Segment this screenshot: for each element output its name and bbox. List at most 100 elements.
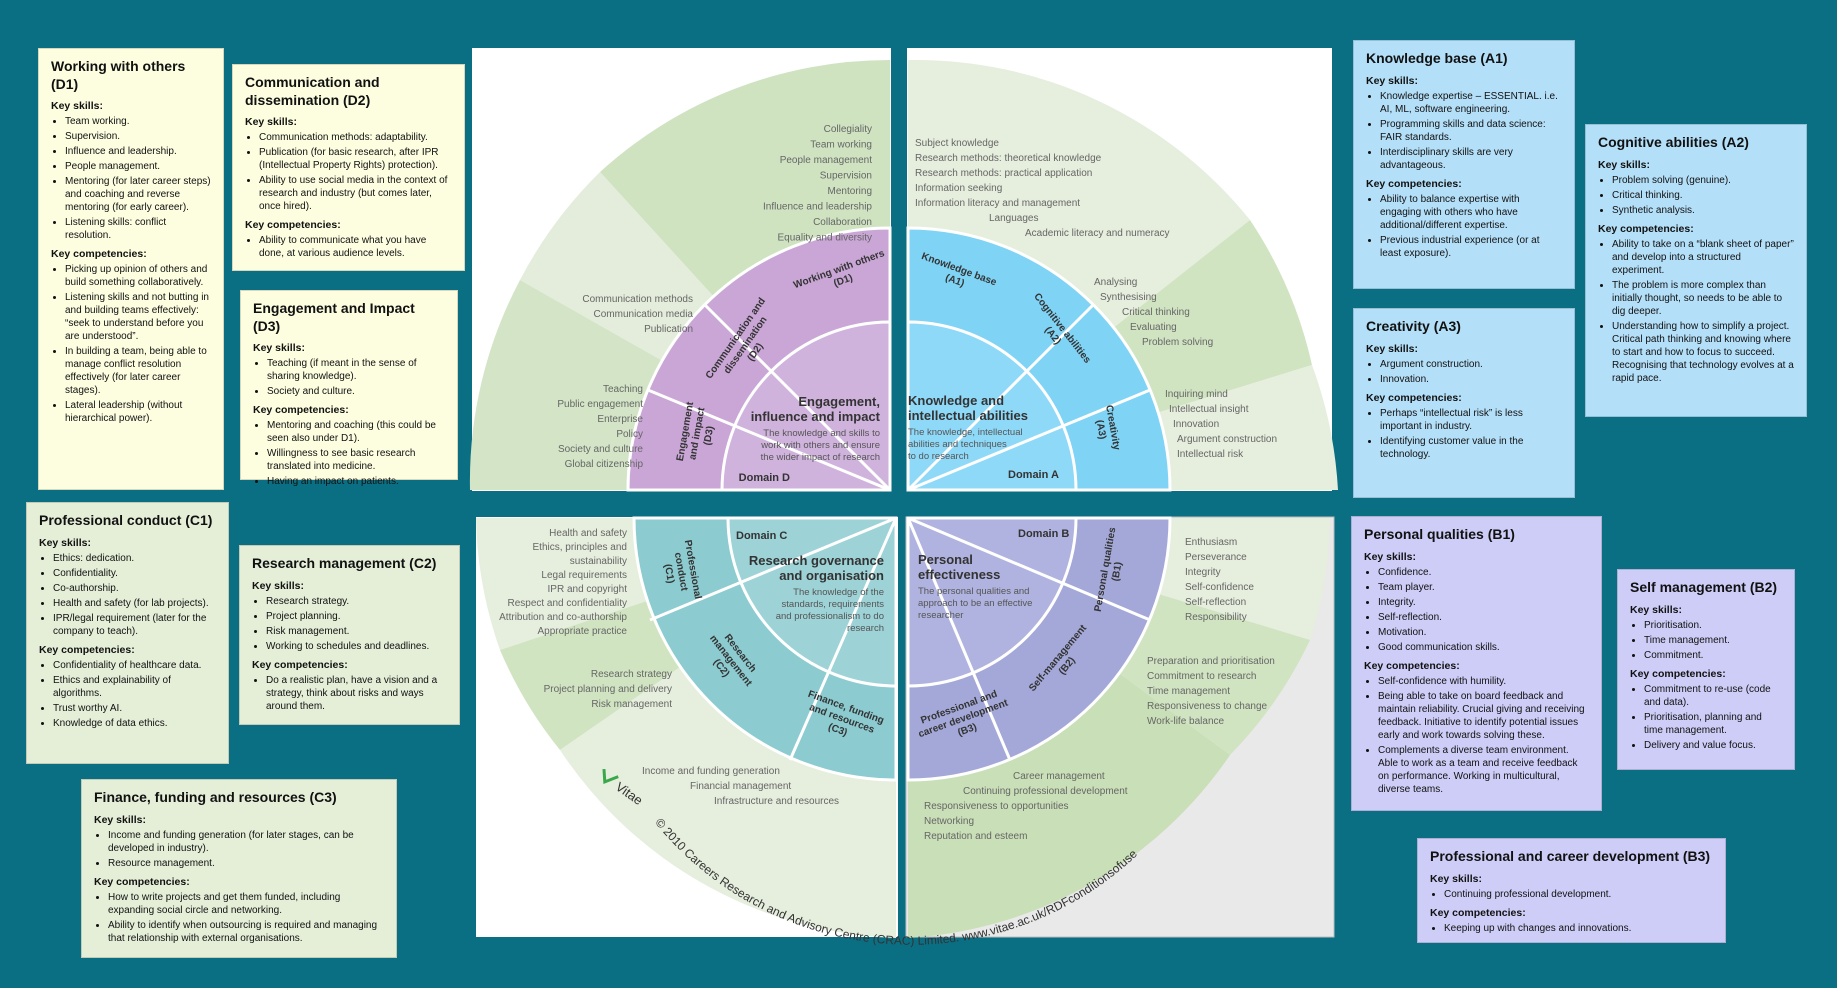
competency-item: Having an impact on patients. — [267, 475, 445, 488]
key-competencies-list: Do a realistic plan, have a vision and a… — [252, 674, 447, 713]
competency-item: Ethics and explainability of algorithms. — [53, 674, 216, 700]
b1-item: Self-reflection — [1185, 597, 1246, 608]
d1-item: Influence and leadership — [763, 202, 872, 213]
skill-item: Resource management. — [108, 857, 384, 870]
svg-text:(D3): (D3) — [702, 425, 716, 446]
svg-text:researcher: researcher — [918, 610, 963, 621]
competency-item: Prioritisation, planning and time manage… — [1644, 711, 1782, 737]
key-skills-list: Communication methods: adaptability.Publ… — [245, 131, 452, 213]
key-skills-list: Income and funding generation (for later… — [94, 829, 384, 870]
key-competencies-label: Key competencies: — [39, 643, 135, 656]
d2-item: Communication media — [594, 309, 694, 320]
svg-text:The personal qualities and: The personal qualities and — [918, 586, 1029, 597]
key-skills-list: Confidence.Team player.Integrity.Self-re… — [1364, 566, 1589, 654]
card-a2-cognitive-abilities: Cognitive abilities (A2)Key skills:Probl… — [1585, 124, 1807, 417]
svg-text:(C1): (C1) — [662, 563, 676, 584]
skill-item: Synthetic analysis. — [1612, 204, 1794, 217]
c2-item: Risk management — [591, 699, 672, 710]
key-skills-list: Ethics: dedication.Confidentiality.Co-au… — [39, 552, 216, 638]
card-d3-engagement: Engagement and Impact (D3)Key skills:Tea… — [240, 290, 458, 487]
competency-item: Lateral leadership (without hierarchical… — [65, 399, 211, 425]
svg-text:Research governance: Research governance — [749, 553, 884, 568]
competency-item: Previous industrial experience (or at le… — [1380, 234, 1562, 260]
competency-item: In building a team, being able to manage… — [65, 345, 211, 397]
a3-item: Inquiring mind — [1165, 389, 1228, 400]
key-competencies-list: Ability to balance expertise with engagi… — [1366, 193, 1562, 260]
domain-b-core-text: Domain B Personal effectiveness The pers… — [918, 528, 1069, 621]
key-competencies-list: Ability to take on a “blank sheet of pap… — [1598, 238, 1794, 385]
d3-item: Society and culture — [558, 444, 643, 455]
key-competencies-label: Key competencies: — [252, 658, 348, 671]
card-title: Knowledge base (A1) — [1366, 50, 1508, 66]
key-skills-label: Key skills: — [51, 100, 103, 112]
card-c2-research-management: Research management (C2)Key skills:Resea… — [239, 545, 460, 725]
a3-item: Argument construction — [1177, 434, 1277, 445]
key-competencies-list: Confidentiality of healthcare data.Ethic… — [39, 659, 216, 730]
key-competencies-label: Key competencies: — [51, 248, 147, 260]
b3-item: Reputation and esteem — [924, 831, 1027, 842]
domain-c-core — [726, 516, 898, 688]
c2-item: Project planning and delivery — [544, 684, 672, 695]
key-skills-label: Key skills: — [39, 536, 91, 549]
b1-item: Responsibility — [1185, 612, 1247, 623]
key-competencies-list: How to write projects and get them funde… — [94, 891, 384, 945]
c1-item: Respect and confidentiality — [507, 598, 627, 609]
key-competencies-label: Key competencies: — [1364, 659, 1460, 672]
b2-item: Commitment to research — [1147, 671, 1256, 682]
card-a1-knowledge-base: Knowledge base (A1)Key skills:Knowledge … — [1353, 40, 1575, 289]
svg-text:Domain D: Domain D — [739, 472, 790, 484]
key-skills-list: Problem solving (genuine).Critical think… — [1598, 174, 1794, 217]
skill-item: Team working. — [65, 115, 211, 128]
skill-item: Integrity. — [1378, 596, 1589, 609]
competency-item: Trust worthy AI. — [53, 702, 216, 715]
card-title: Professional and career development (B3) — [1430, 848, 1711, 864]
skill-item: Ability to use social media in the conte… — [259, 174, 452, 213]
skill-item: Team player. — [1378, 581, 1589, 594]
key-skills-label: Key skills: — [94, 813, 146, 826]
card-title: Engagement and Impact (D3) — [253, 300, 415, 334]
key-skills-list: Teaching (if meant in the sense of shari… — [253, 357, 445, 398]
competency-item: Perhaps “intellectual risk” is less impo… — [1380, 407, 1562, 433]
a2-item: Analysing — [1094, 277, 1137, 288]
competency-item: Knowledge of data ethics. — [53, 717, 216, 730]
competency-item: Identifying customer value in the techno… — [1380, 435, 1562, 461]
skill-item: Commitment. — [1644, 649, 1782, 662]
competency-item: Self-confidence with humility. — [1378, 675, 1589, 688]
card-a3-creativity: Creativity (A3)Key skills:Argument const… — [1353, 308, 1575, 498]
d1-item: People management — [780, 155, 873, 166]
competency-item: Understanding how to simplify a project.… — [1612, 320, 1794, 385]
key-skills-label: Key skills: — [252, 579, 304, 592]
a1-item: Subject knowledge — [915, 138, 999, 149]
competency-item: Commitment to re-use (code and data). — [1644, 683, 1782, 709]
svg-text:approach to be an effective: approach to be an effective — [918, 598, 1032, 609]
competency-item: Listening skills and not butting in and … — [65, 291, 211, 343]
b2-item: Responsiveness to change — [1147, 701, 1268, 712]
svg-text:Domain A: Domain A — [1008, 469, 1059, 481]
key-competencies-list: Self-confidence with humility.Being able… — [1364, 675, 1589, 796]
card-title: Professional conduct (C1) — [39, 512, 213, 528]
a2-item: Problem solving — [1142, 337, 1213, 348]
b3-item: Career management — [1013, 771, 1105, 782]
key-skills-list: Prioritisation.Time management.Commitmen… — [1630, 619, 1782, 662]
key-competencies-label: Key competencies: — [253, 404, 349, 416]
b1-item: Integrity — [1185, 567, 1221, 578]
skill-item: Society and culture. — [267, 385, 445, 398]
svg-text:Domain C: Domain C — [736, 530, 787, 542]
skill-item: Knowledge expertise – ESSENTIAL. i.e. AI… — [1380, 90, 1562, 116]
b3-item: Networking — [924, 816, 974, 827]
c2-item: Research strategy — [591, 669, 672, 680]
d1-item: Equality and diversity — [778, 233, 873, 244]
skill-item: Innovation. — [1380, 373, 1562, 386]
d2-item: Publication — [644, 324, 693, 335]
svg-text:intellectual abilities: intellectual abilities — [908, 408, 1028, 423]
competency-item: Mentoring and coaching (this could be se… — [267, 419, 445, 445]
svg-text:The knowledge, intellectual: The knowledge, intellectual — [908, 427, 1023, 438]
c1-item: Attribution and co-authorship — [499, 612, 627, 623]
competency-item: Ability to communicate what you have don… — [259, 234, 452, 260]
c3-item: Income and funding generation — [642, 766, 780, 777]
competency-item: How to write projects and get them funde… — [108, 891, 384, 917]
competency-item: Ability to take on a “blank sheet of pap… — [1612, 238, 1794, 277]
b1-item: Enthusiasm — [1185, 537, 1237, 548]
key-competencies-list: Commitment to re-use (code and data).Pri… — [1630, 683, 1782, 752]
